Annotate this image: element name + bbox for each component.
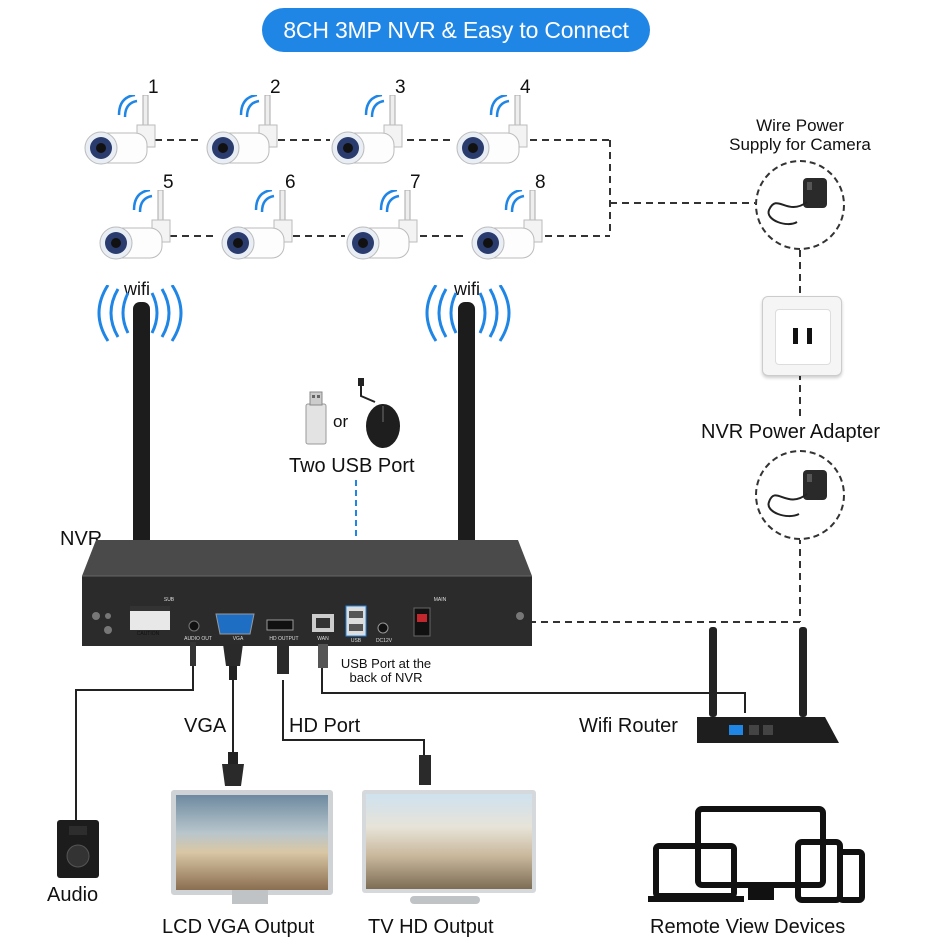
camera-5: 5 — [90, 172, 190, 270]
wifi-router-label: Wifi Router — [579, 715, 678, 737]
tv-stand — [410, 896, 480, 904]
outlet-slot-left — [793, 328, 798, 344]
vga-port-label: VGA — [232, 636, 244, 642]
camera-number: 2 — [270, 77, 281, 98]
usb-flash-drive-icon — [305, 391, 327, 445]
wifi-router-icon — [697, 627, 839, 743]
bullet-camera-icon — [99, 188, 171, 260]
hd-port-label: HD Port — [289, 715, 361, 737]
nvr-power-adapter-label: NVR Power Adapter — [701, 421, 880, 443]
camera-number: 7 — [410, 172, 421, 193]
wifi-signal-right-icon — [425, 285, 511, 342]
vga-plug-icon — [223, 644, 243, 666]
usb-or-label: or — [333, 412, 349, 431]
bullet-camera-icon — [331, 93, 403, 165]
outlet-face — [775, 309, 831, 365]
bullet-camera-icon — [84, 93, 156, 165]
camera-2: 2 — [197, 77, 297, 175]
two-usb-port-label: Two USB Port — [289, 455, 415, 477]
lan-plug-icon — [318, 644, 328, 668]
camera-8: 8 — [462, 172, 562, 270]
power-adapter-icon — [767, 178, 827, 226]
bullet-camera-icon — [221, 188, 293, 260]
audio-label: Audio — [47, 884, 99, 906]
main-antenna-label: MAIN — [433, 597, 447, 603]
hd-output-port-label: HD OUTPUT — [269, 636, 299, 642]
camera-power-supply — [755, 160, 845, 250]
dc12v-port-label: DC12V — [375, 638, 393, 644]
nvr-power-adapter — [755, 450, 845, 540]
camera-4: 4 — [447, 77, 547, 175]
bullet-camera-icon — [456, 93, 528, 165]
bullet-camera-icon — [471, 188, 543, 260]
hdmi-plug-icon — [277, 646, 289, 674]
wifi-right-label: wifi — [454, 279, 480, 299]
wall-outlet — [762, 296, 842, 376]
camera-6: 6 — [212, 172, 312, 270]
sub-antenna-label: SUB — [163, 597, 175, 603]
audio-speaker-icon — [57, 820, 99, 878]
diagram-title: 8CH 3MP NVR & Easy to Connect — [262, 8, 650, 52]
nvr-label: NVR — [60, 528, 103, 550]
power-adapter-icon — [767, 470, 827, 518]
vga-label: VGA — [184, 715, 227, 737]
camera-number: 5 — [163, 172, 174, 193]
bullet-camera-icon — [206, 93, 278, 165]
camera-number: 8 — [535, 172, 546, 193]
lcd-vga-output-label: LCD VGA Output — [162, 916, 315, 938]
usb-port-label: USB — [350, 638, 362, 644]
wifi-left-label: wifi — [124, 279, 150, 299]
wan-port-label: WAN — [317, 636, 329, 642]
wifi-signal-left-icon — [97, 285, 183, 342]
lcd-monitor-stand — [232, 890, 268, 904]
usb-mouse-icon — [358, 378, 400, 448]
camera-number: 1 — [148, 77, 159, 98]
tv-monitor-screen — [366, 794, 532, 889]
lcd-monitor — [171, 790, 333, 895]
lcd-monitor-screen — [176, 795, 328, 890]
camera-3: 3 — [322, 77, 422, 175]
nvr-device — [82, 540, 532, 646]
remote-view-devices-label: Remote View Devices — [650, 916, 846, 938]
camera-7: 7 — [337, 172, 437, 270]
tv-monitor — [362, 790, 536, 893]
wire-power-label: Wire Power Supply for Camera — [718, 116, 882, 154]
camera-number: 6 — [285, 172, 296, 193]
nvr-antenna-right — [458, 302, 475, 608]
nvr-antenna-left — [133, 302, 150, 608]
nvr-cable-connectors — [190, 642, 328, 680]
audio-plug-icon — [190, 642, 196, 666]
wire-power-text: Wire Power Supply for Camera — [729, 116, 871, 154]
vga-end-plug-icon — [222, 752, 244, 786]
audio-out-port-label: AUDIO OUT — [184, 636, 212, 642]
tv-hd-output-label: TV HD Output — [368, 916, 494, 938]
usb-back-label: USB Port at the back of NVR — [338, 657, 434, 685]
bullet-camera-icon — [346, 188, 418, 260]
remote-view-devices-icon — [648, 806, 865, 903]
hdmi-end-plug-icon — [419, 755, 431, 785]
usb-back-text: USB Port at the back of NVR — [340, 656, 432, 685]
caution-label: CAUTION — [136, 631, 160, 637]
camera-number: 4 — [520, 77, 531, 98]
camera-number: 3 — [395, 77, 406, 98]
camera-1: 1 — [75, 77, 175, 175]
outlet-slot-right — [807, 328, 812, 344]
